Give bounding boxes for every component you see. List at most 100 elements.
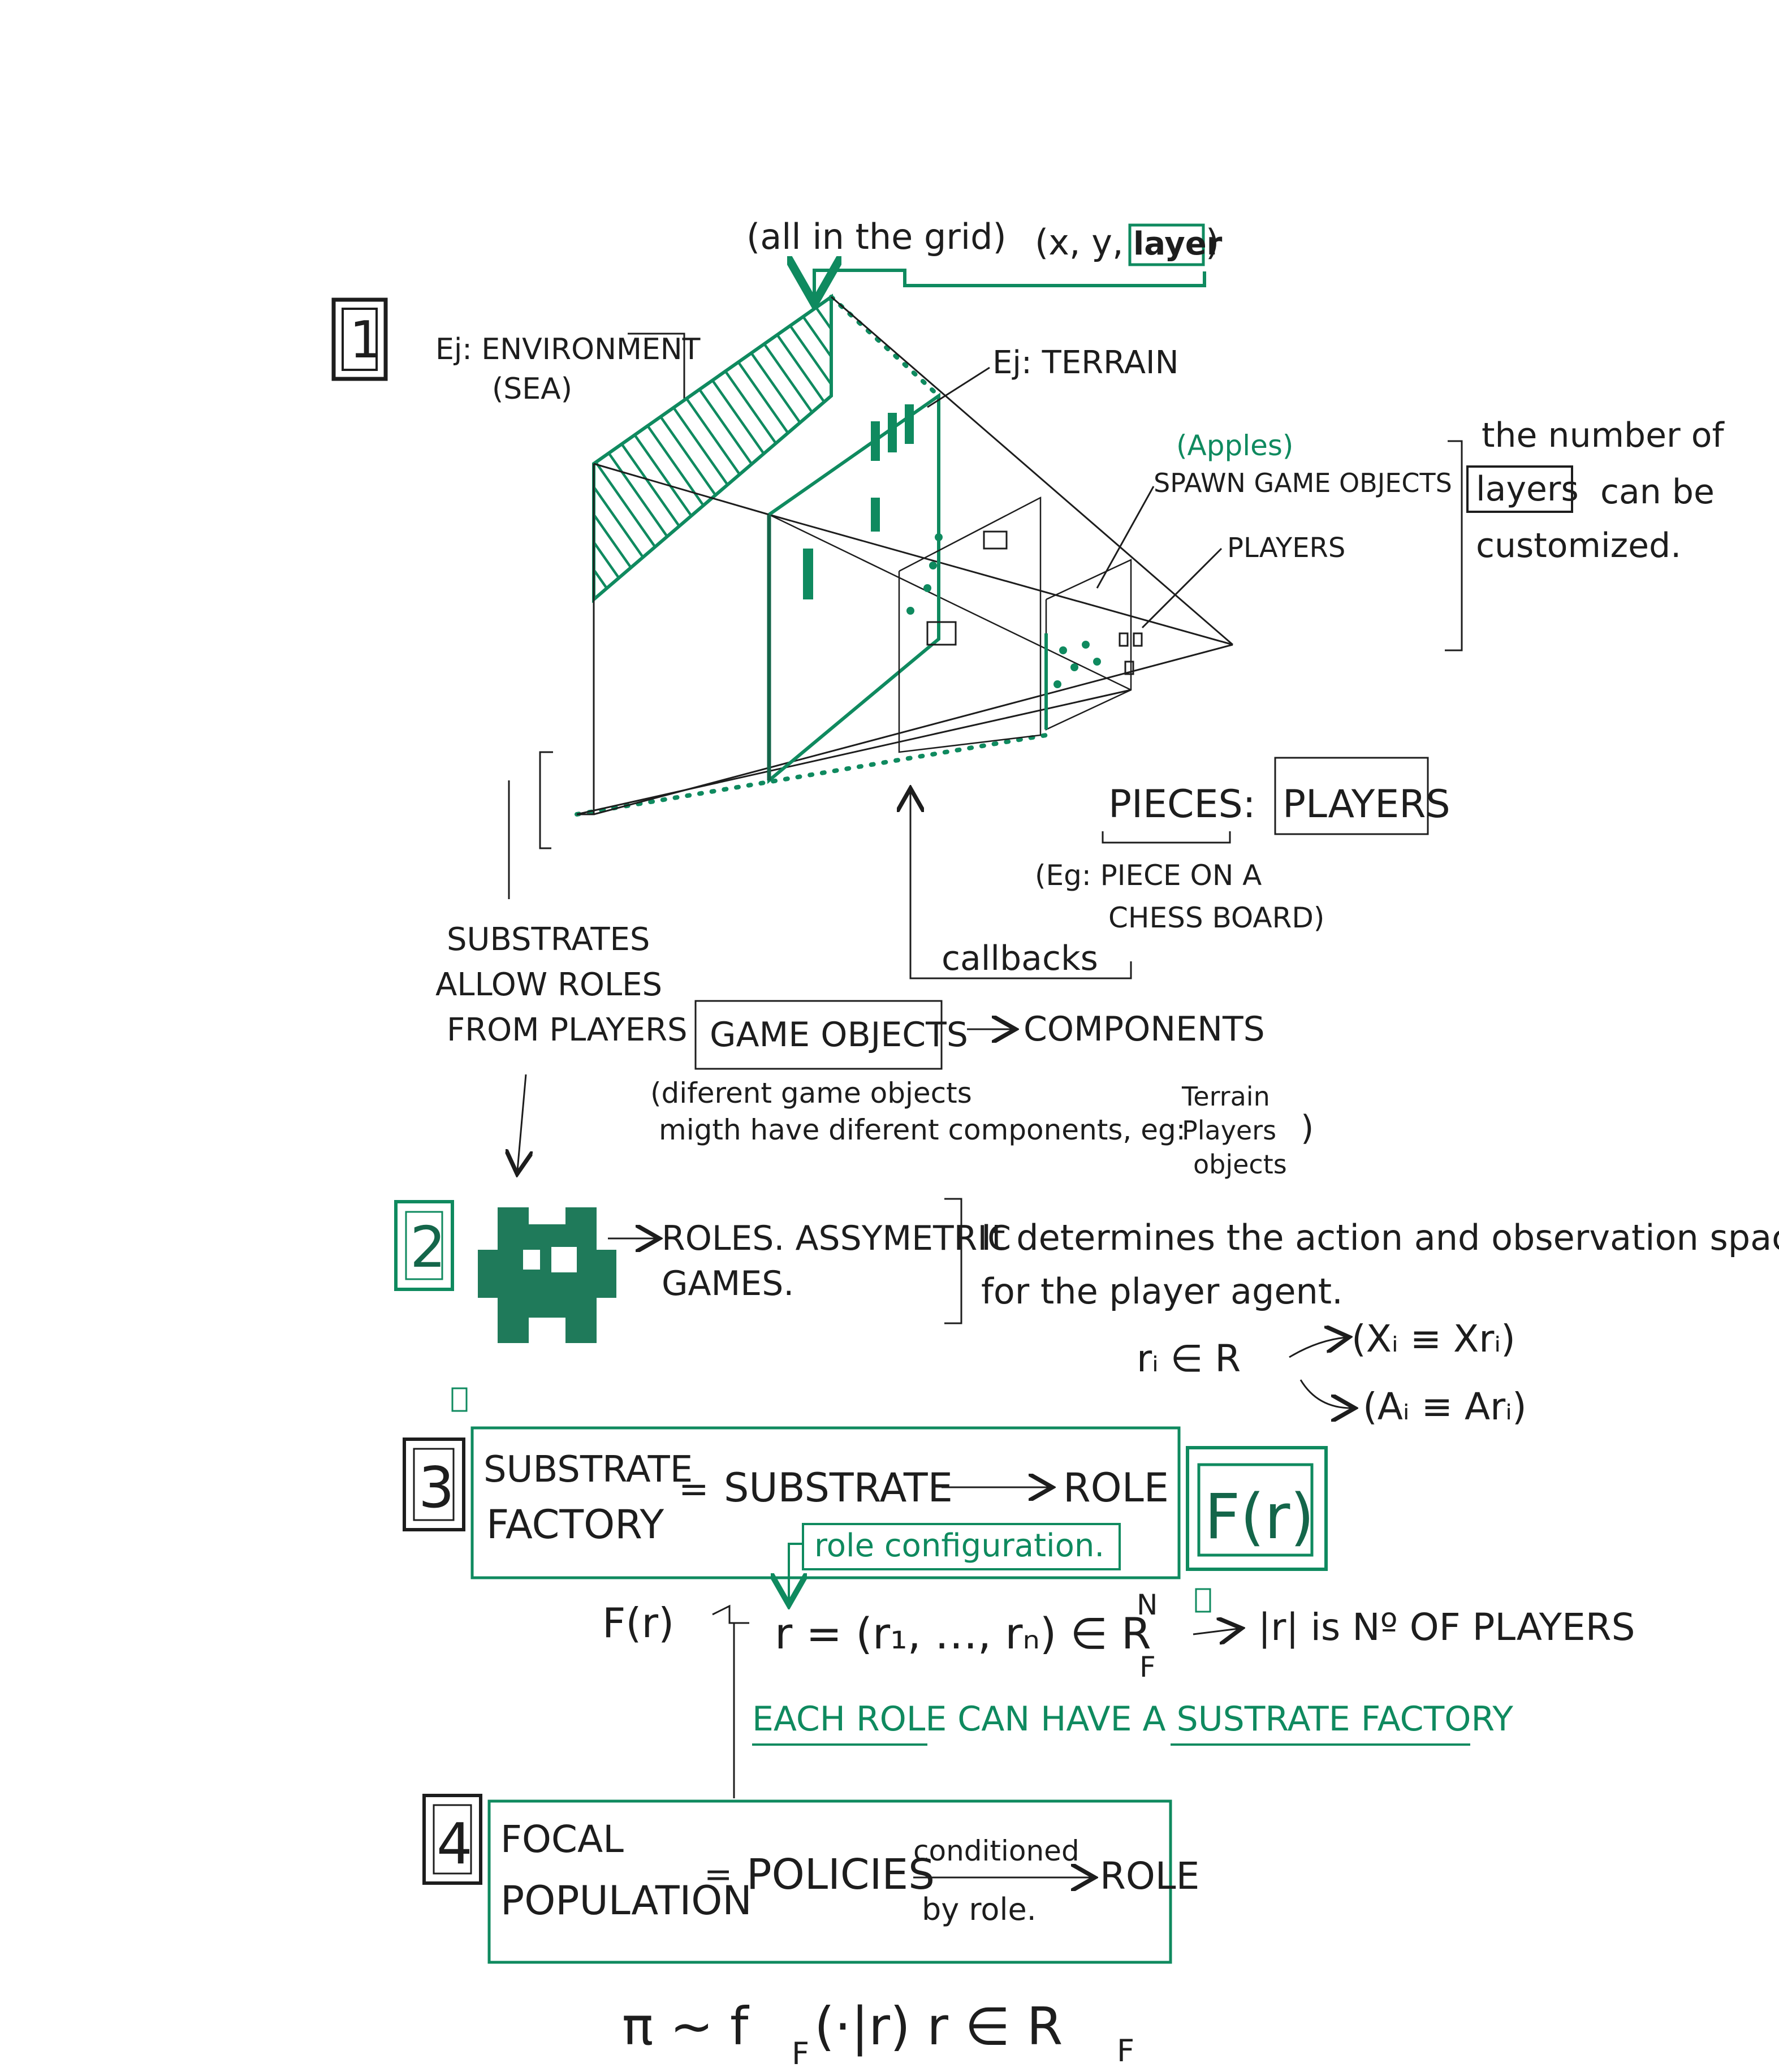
section-1: 1 Ej: ENVIRONMENT (SEA) — [331, 293, 1725, 1180]
diff-list-paren: ) — [1301, 1108, 1314, 1148]
edge-top-2 — [831, 296, 1233, 646]
environment-leader — [628, 333, 685, 430]
substrates-line-3: FROM PLAYERS — [447, 1012, 688, 1048]
apple-dot-4 — [906, 607, 914, 615]
f-of-r-outer-box — [1186, 1446, 1328, 1571]
act-branch-arrow — [1299, 1379, 1351, 1408]
player-dot-1 — [1059, 646, 1067, 654]
objects-layer — [898, 496, 1042, 753]
player-dot-2 — [1070, 663, 1078, 671]
substrate-factory-box — [470, 1426, 1181, 1579]
role-formula-sub: F — [1139, 1651, 1156, 1684]
section-4-number-box — [422, 1794, 482, 1885]
substrate-factory-line-1: SUBSTRATE — [483, 1449, 693, 1491]
player-dot-4 — [1053, 680, 1061, 688]
policy-formula-2: (·|r) r ∈ R — [814, 1996, 1063, 2057]
role-word-4: ROLE — [1100, 1854, 1199, 1898]
diff-list-3: objects — [1193, 1149, 1287, 1180]
obs-equation: (Xᵢ ≡ Xrᵢ) — [1351, 1317, 1515, 1361]
role-formula-sup: N — [1137, 1588, 1158, 1621]
section-1-number: 1 — [349, 310, 382, 370]
apple-dot-2 — [929, 562, 937, 569]
section-2-number-box-inner — [405, 1211, 443, 1280]
diff-note-1: (diferent game objects — [650, 1077, 972, 1110]
players-leader — [1141, 547, 1223, 629]
roles-line-1: ROLES. ASSYMETRIC — [662, 1219, 1011, 1258]
f-of-r-left: F(r) — [602, 1599, 674, 1647]
edge-diagonal — [593, 644, 1233, 815]
pieces-players: PLAYERS — [1283, 782, 1450, 827]
role-formula: r = (r₁, …, rₙ) ∈ R — [775, 1608, 1151, 1659]
role-config-box — [802, 1523, 1121, 1570]
each-role-note: EACH ROLE CAN HAVE A SUSTRATE FACTORY — [752, 1699, 1513, 1739]
terrain-mark-1 — [871, 421, 880, 461]
players-count-note: |r| is Nº OF PLAYERS — [1258, 1605, 1635, 1649]
terrain-label: Ej: TERRAIN — [992, 344, 1178, 381]
object-square-1 — [926, 621, 957, 646]
policy-formula-sub: F — [792, 2036, 809, 2071]
header-annotation: (all in the grid) (x, y, layer ) — [746, 216, 1223, 297]
grid-note: (all in the grid) — [746, 216, 1007, 257]
focal-population-box — [487, 1799, 1172, 1964]
focal-population-line-1: FOCAL — [500, 1818, 624, 1861]
section-3-number-box-inner — [413, 1448, 455, 1521]
section-4-number-box-inner — [433, 1804, 472, 1875]
apple-dot-3 — [923, 584, 931, 592]
coords-prefix: (x, y, — [1035, 222, 1124, 263]
layers-word-box — [1466, 465, 1573, 513]
determines-line-1: It determines the action and observation… — [981, 1217, 1779, 1258]
substrates-line-2: ALLOW ROLES — [435, 966, 662, 1003]
pieces-example-1: (Eg: PIECE ON A — [1035, 859, 1262, 892]
edge-cross — [768, 513, 1132, 691]
player-square-2 — [1133, 632, 1143, 647]
environment-sub-label: (SEA) — [492, 372, 572, 406]
object-square-2 — [983, 530, 1008, 550]
front-wall-outline — [577, 464, 595, 815]
f-of-r-label: F(r) — [1204, 1480, 1314, 1553]
focal-population-line-2: POPULATION — [500, 1877, 752, 1924]
callbacks-arrow — [910, 792, 1132, 979]
section-1-number-box — [331, 297, 388, 381]
terrain-mark-2 — [888, 413, 897, 452]
terrain-leader — [927, 366, 990, 408]
section-1-number-box-inner — [342, 308, 378, 371]
substrates-line-1: SUBSTRATES — [447, 921, 650, 958]
pieces-underline — [1102, 831, 1231, 844]
player-square-3 — [1124, 661, 1134, 675]
roles-bracket — [944, 1198, 962, 1324]
layers-note-3: customized. — [1476, 526, 1681, 566]
substrate-factory-line-2: FACTORY — [486, 1501, 664, 1548]
player-square-1 — [1119, 632, 1129, 647]
players-label: PLAYERS — [1227, 532, 1345, 564]
section-4-number: 4 — [437, 1811, 473, 1877]
role-character-icon — [478, 1207, 616, 1343]
spawn-leader — [1096, 486, 1155, 589]
layered-grid-3d — [539, 293, 1233, 849]
bottom-edge-green-dots — [575, 733, 1048, 817]
player-dot-5 — [1093, 658, 1101, 666]
environment-label: Ej: ENVIRONMENT — [435, 333, 701, 366]
by-role-label: by role. — [922, 1892, 1037, 1927]
layer-bracket-connector — [814, 270, 1206, 297]
terrain-mark-4 — [871, 498, 880, 532]
game-objects-label: GAME OBJECTS — [710, 1015, 968, 1055]
policy-formula-sub-2: F — [1117, 2033, 1134, 2069]
f-of-r-inner-box — [1197, 1463, 1314, 1557]
act-equation: (Aᵢ ≡ Arᵢ) — [1363, 1385, 1527, 1428]
focal-population-eq: = — [704, 1855, 732, 1894]
pieces-label: PIECES: — [1108, 782, 1256, 827]
section-3-number-box — [403, 1438, 465, 1531]
determines-line-2: for the player agent. — [981, 1271, 1343, 1312]
formula-to-players-arrow — [1193, 1629, 1238, 1634]
terrain-mark-3 — [905, 404, 914, 444]
policies-word: POLICIES — [746, 1850, 935, 1899]
role-config-label: role configuration. — [814, 1527, 1104, 1564]
layers-bracket — [1445, 440, 1463, 651]
policy-formula: π ∼ f — [622, 1996, 750, 2057]
components-label: COMPONENTS — [1024, 1009, 1265, 1049]
terrain-wall — [767, 392, 940, 784]
apples-label: (Apples) — [1176, 429, 1293, 462]
role-word: ROLE — [1063, 1465, 1169, 1511]
substrate-bracket — [539, 751, 553, 849]
section-4: 4 FOCAL POPULATION = POLICIES conditione… — [422, 1794, 1199, 2071]
